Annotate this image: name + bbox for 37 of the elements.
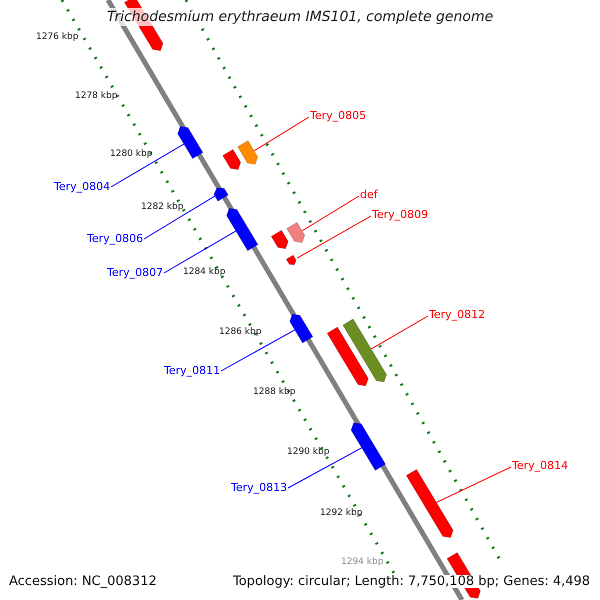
gene-block: [406, 468, 454, 538]
gene-label: Tery_0806: [87, 232, 144, 244]
scale-label: 1292 kbp: [320, 508, 362, 518]
leader-line: [296, 216, 372, 259]
gene-block: [342, 318, 388, 383]
leader-line: [144, 196, 216, 240]
gene-label: Tery_0813: [231, 482, 288, 492]
gene-label: Tery_0804: [54, 180, 110, 192]
gene-label: Tery_0805: [310, 110, 366, 120]
scale-label: 1282 kbp: [141, 202, 184, 212]
leader-line: [110, 144, 184, 188]
gene-block: [289, 314, 314, 344]
gene-block: [177, 126, 204, 160]
gene-block: [213, 187, 229, 202]
leader-line: [288, 447, 362, 488]
gene-label: Tery_0811: [164, 364, 220, 376]
leader-line: [254, 116, 310, 152]
footer-text: Topology: circular; Length: 7,750,108 bp; Genes: 4,498: [233, 575, 590, 588]
gene-block: [350, 422, 386, 472]
leader-line: [370, 316, 428, 350]
leader-line: [164, 230, 236, 274]
gene-block: [236, 140, 258, 165]
scale-label: 1278 kbp: [75, 92, 118, 100]
gene-label: Tery_0809: [372, 208, 428, 220]
gene-label: Tery_0807: [107, 266, 164, 278]
gene-label: def: [360, 188, 378, 200]
leader-line: [220, 329, 296, 372]
footer-text: Accession: NC_008312: [9, 575, 157, 588]
gene-block: [286, 222, 306, 244]
gene-label: Tery_0812: [429, 308, 486, 320]
leader-line: [302, 196, 360, 232]
gene-block: [286, 254, 297, 266]
gene-block: [226, 208, 259, 252]
leader-line: [436, 466, 512, 503]
scale-label: 1276 kbp: [36, 32, 78, 42]
gene-label: Tery_0814: [512, 460, 568, 470]
scale-label: 1288 kbp: [253, 388, 296, 396]
